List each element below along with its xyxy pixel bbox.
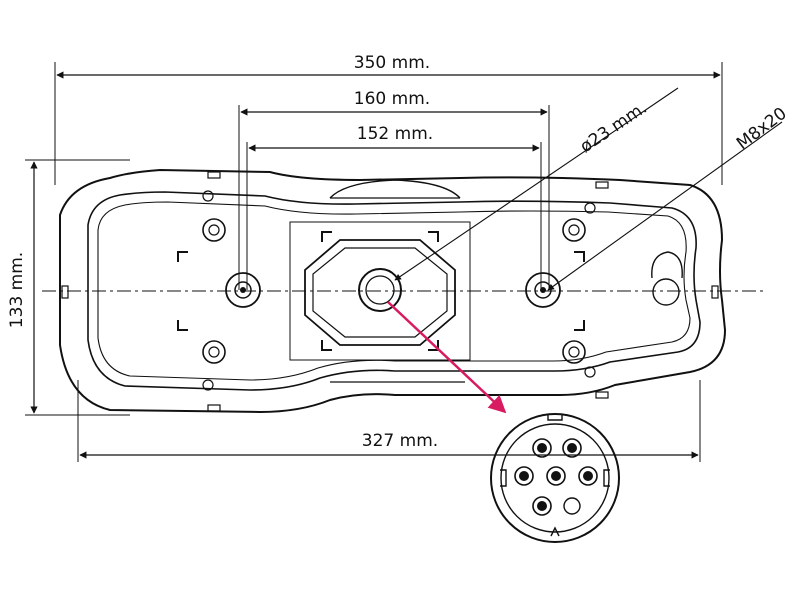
connector-pin-filled (514, 466, 534, 486)
mount-bolt-right (525, 272, 561, 308)
connector-callout-arrow (387, 301, 507, 414)
connector-pin-empty (563, 497, 581, 515)
dimension-327: 327 mm. (77, 380, 701, 462)
dimension-350: 350 mm. (54, 53, 723, 185)
hole-diameter-label: ø23 mm. (577, 98, 651, 157)
center-boss (304, 231, 456, 351)
connector-detail (490, 413, 620, 543)
leader-hole-diameter: ø23 mm. (394, 87, 679, 281)
connector-pin-filled (578, 466, 598, 486)
rim-slots (61, 171, 719, 412)
dimension-133: 133 mm. (7, 159, 130, 416)
connector-pin-filled (532, 438, 552, 458)
connector-pin-filled (546, 466, 566, 486)
dimension-160: 160 mm. (238, 89, 550, 290)
screw-bosses (202, 218, 683, 364)
connector-pin-filled (562, 438, 582, 458)
leader-bolt: M8x20 (547, 104, 791, 291)
dimension-350-label: 350 mm. (354, 53, 430, 73)
dimension-133-label: 133 mm. (7, 252, 27, 328)
bolt-size-label: M8x20 (733, 104, 791, 154)
mount-bolt-left (225, 272, 261, 308)
connector-pin-filled (532, 496, 552, 516)
dimension-152: 152 mm. (246, 124, 542, 290)
dimension-327-label: 327 mm. (362, 431, 438, 451)
dimension-152-label: 152 mm. (357, 124, 433, 144)
lamp-housing (59, 168, 727, 414)
dimension-160-label: 160 mm. (354, 89, 430, 109)
locator-brackets (177, 251, 585, 331)
